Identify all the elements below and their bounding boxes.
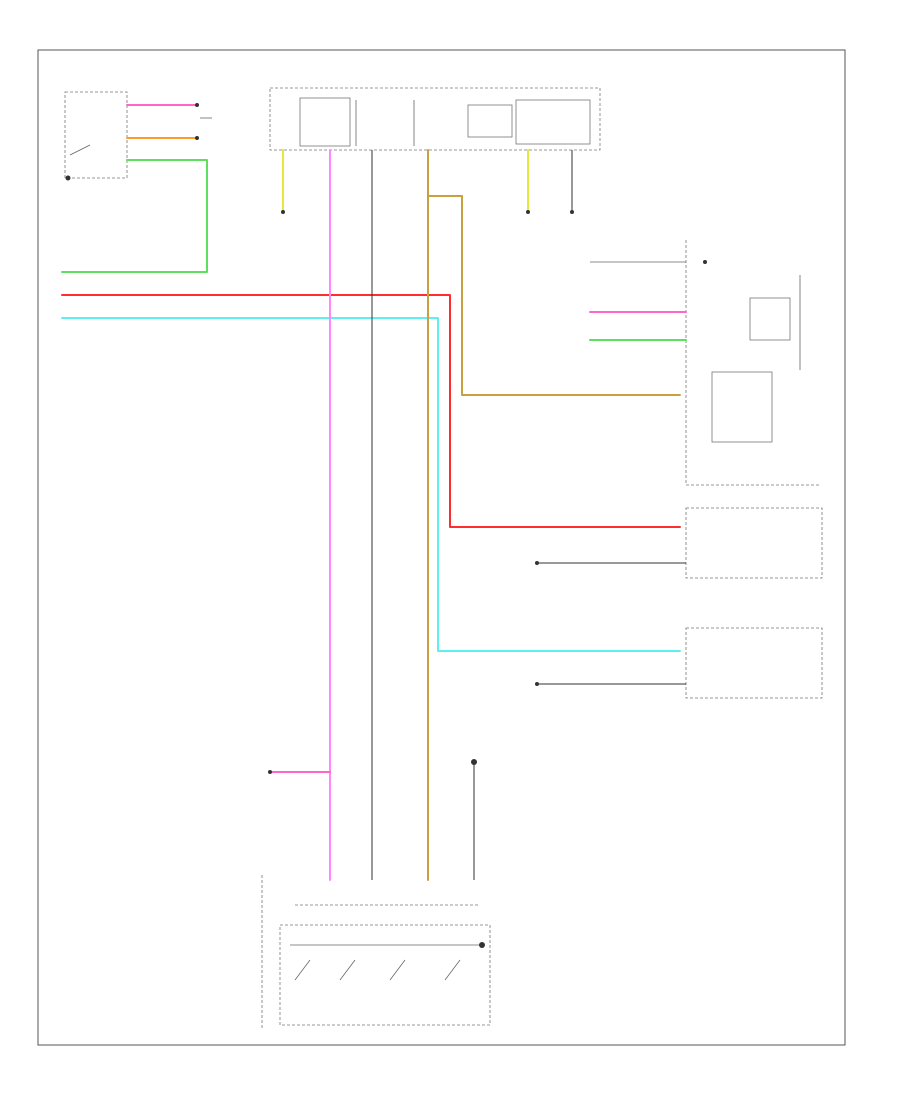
combination-meter-box xyxy=(685,240,820,486)
wire-cyan-bus xyxy=(61,317,681,652)
right-door-mirror-box xyxy=(685,627,823,699)
lamp-sensor-block xyxy=(261,875,491,1030)
wire-red-bus xyxy=(61,294,681,528)
wire-harness-box xyxy=(269,87,601,151)
diagnostic-switch-box xyxy=(64,91,128,181)
wire-green-loop xyxy=(61,159,208,273)
diagram-frame xyxy=(37,49,846,1046)
wire-tan-branch xyxy=(427,195,681,396)
left-door-mirror-box xyxy=(685,507,823,579)
